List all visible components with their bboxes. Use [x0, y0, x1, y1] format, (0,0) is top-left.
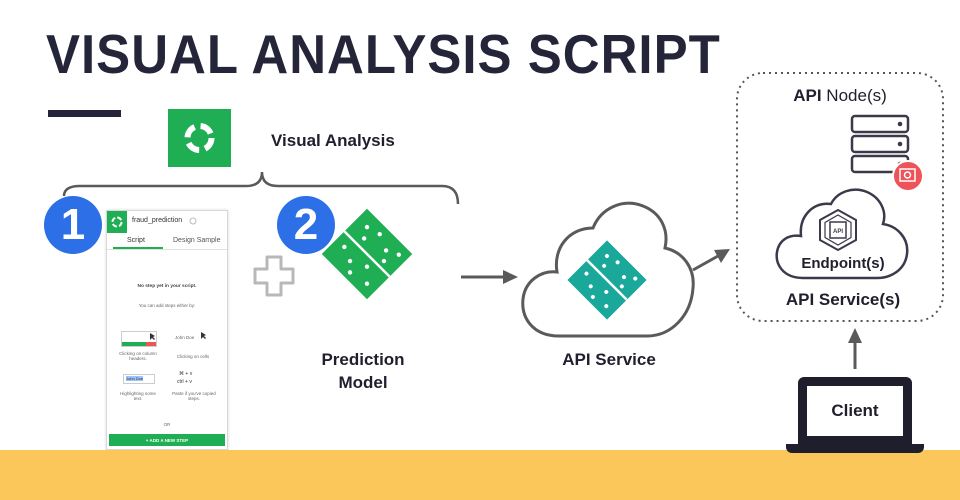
option-clicking-headers: Clicking on column headers. — [119, 351, 157, 361]
panel-tabs: Script Design Sample — [107, 235, 227, 250]
arrow-head-api-service — [503, 270, 518, 284]
active-tab-indicator — [113, 247, 163, 249]
api-node-label: API Node(s) — [775, 86, 905, 106]
shortcut-ctrl: ctrl + v — [177, 379, 192, 385]
endpoint-label: Endpoint(s) — [801, 255, 885, 272]
cursor-icon — [150, 333, 155, 340]
visual-analysis-icon — [168, 109, 231, 167]
prediction-model-icon — [321, 208, 413, 300]
ground-band — [0, 450, 960, 500]
visual-analysis-label: Visual Analysis — [271, 131, 395, 150]
arrow-to-api-node — [692, 254, 719, 272]
step-two-badge: 2 — [277, 196, 335, 254]
project-name: fraud_prediction — [132, 217, 183, 224]
api-icon-text: API — [833, 229, 843, 235]
panel-logo-icon — [107, 211, 127, 233]
or-label: OR — [163, 422, 171, 427]
option-paste: Paste if you've copied steps. — [172, 391, 216, 401]
laptop-base — [786, 444, 924, 453]
highlight-sample: John Doe — [126, 376, 144, 381]
title-underline — [48, 110, 121, 117]
api-services-label: API Service(s) — [785, 290, 901, 309]
column-header-illustration — [121, 331, 157, 347]
page-title: VISUAL ANALYSIS SCRIPT — [46, 23, 721, 85]
plus-icon — [253, 255, 295, 297]
script-panel-header: fraud_prediction — [107, 211, 227, 233]
api-service-cloud — [521, 201, 695, 338]
client-laptop: Client — [798, 377, 912, 445]
cell-cursor-icon — [201, 332, 206, 339]
highlight-illustration: John Doe — [123, 374, 155, 384]
tab-design-sample[interactable]: Design Sample — [173, 237, 221, 244]
tab-script[interactable]: Script — [127, 237, 145, 244]
step-one-badge: 1 — [44, 196, 102, 254]
prediction-model-label: Prediction Model — [321, 350, 405, 392]
api-node-label-bold: API — [793, 86, 822, 105]
api-service-label: API Service — [562, 350, 656, 369]
grouping-brace — [62, 171, 460, 205]
add-step-button[interactable]: + ADD A NEW STEP — [109, 434, 225, 446]
client-label: Client — [831, 401, 879, 420]
settings-icon[interactable] — [189, 217, 197, 225]
api-endpoint-icon: API — [819, 208, 857, 252]
empty-script-title: No step yet in your script. — [137, 284, 197, 289]
arrow-head-client — [848, 328, 862, 343]
option-clicking-cells: Clicking on cells — [176, 354, 210, 359]
option-highlighting: Highlighting some text. — [120, 391, 156, 401]
server-icon — [850, 114, 924, 192]
cell-sample: John Doe — [175, 335, 195, 340]
api-node-label-rest: Node(s) — [821, 86, 887, 105]
script-panel: fraud_prediction Script Design Sample No… — [106, 210, 228, 450]
client-screen: Client — [807, 386, 903, 436]
shortcut-cmd: ⌘ + v — [179, 371, 193, 377]
arrow-head-api-node — [714, 249, 730, 263]
empty-script-hint: You can add steps either by: — [138, 303, 196, 308]
